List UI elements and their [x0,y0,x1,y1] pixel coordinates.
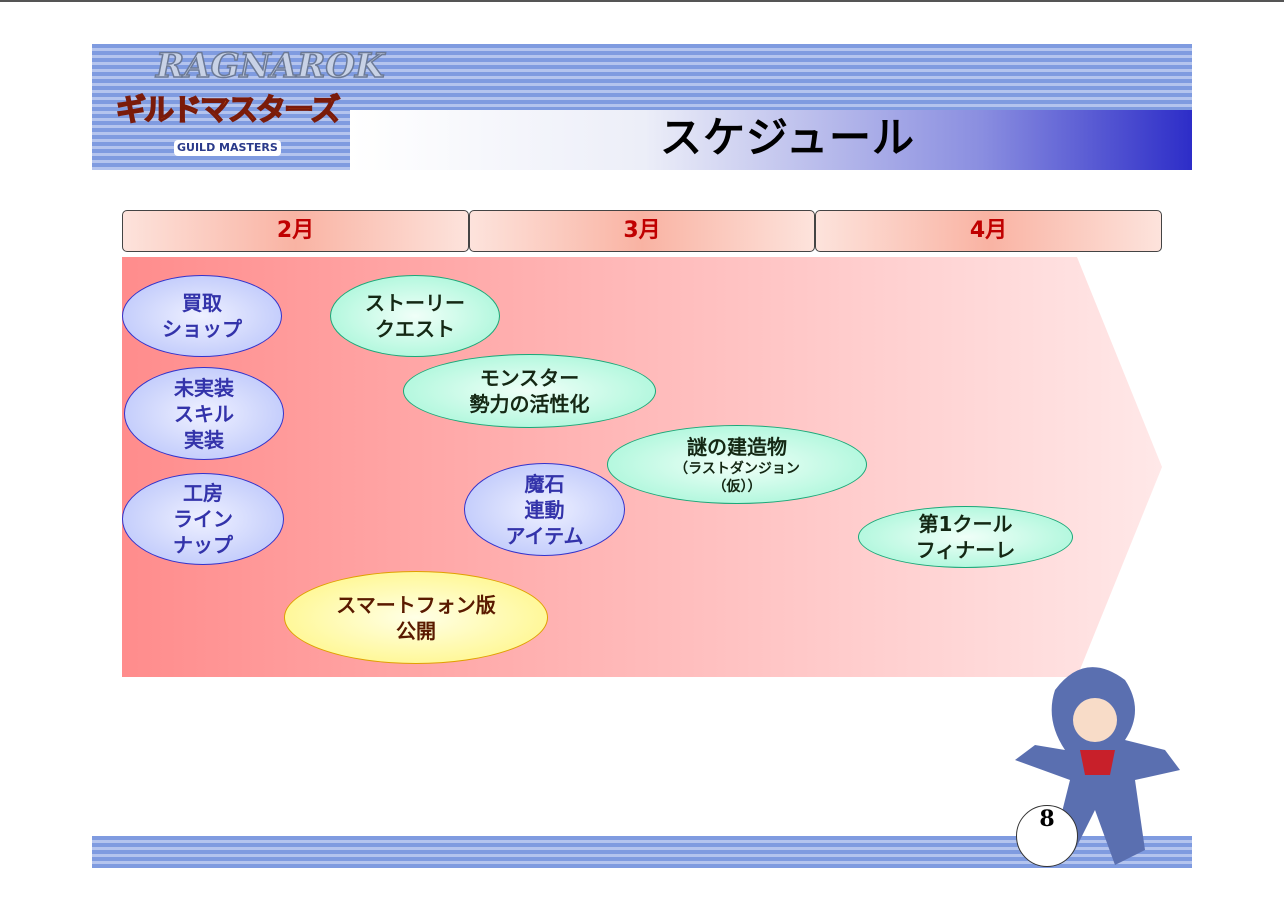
event-line: （仮）） [712,478,762,495]
event-smartphone-release: スマートフォン版公開 [284,571,548,664]
event-unimplemented-skills: 未実装スキル実装 [124,367,284,460]
footer-stripes [92,836,1192,868]
event-line: （ラストダンジョン [674,460,800,477]
event-line: クエスト [375,317,455,341]
event-line: 連動 [524,497,565,522]
event-buyback-shop: 買取ショップ [122,275,282,357]
logo-jp: ギルドマスターズ [115,92,341,129]
event-line: スキル [174,401,234,426]
event-line: ライン [173,507,233,531]
window-top-border [0,0,1284,2]
event-line: モンスター [479,366,580,390]
page-title: スケジュール [660,113,916,162]
month-march: 3月 [469,210,815,252]
title-bar [350,110,1192,170]
event-magic-stone-items: 魔石連動アイテム [464,463,625,556]
event-line: 勢力の活性化 [469,392,590,416]
event-line: 魔石 [524,471,565,496]
event-line: 実装 [184,427,224,452]
event-workshop-lineup: 工房ラインナップ [122,473,284,565]
event-mystery-structure: 謎の建造物（ラストダンジョン（仮）） [607,425,867,504]
page-number: 8 [1016,805,1078,867]
event-line: フィナーレ [915,538,1016,562]
logo-sub: GUILD MASTERS [174,140,281,156]
game-logo: RAGNAROK ギルドマスターズ GUILD MASTERS [96,45,385,168]
event-line: 第1クール [918,512,1013,536]
event-line: アイテム [505,523,584,548]
event-line: スマートフォン版 [336,592,496,617]
month-april: 4月 [815,210,1162,252]
month-february: 2月 [122,210,469,252]
event-line: ストーリー [365,291,465,315]
character-illustration [1015,667,1180,865]
event-story-quest: ストーリークエスト [330,275,500,357]
event-monster-activation: モンスター勢力の活性化 [403,354,656,428]
event-line: ナップ [173,533,233,557]
event-line: 工房 [183,481,223,505]
event-line: 未実装 [174,375,234,400]
event-line: 買取 [182,291,222,315]
logo-text: RAGNAROK [155,45,385,87]
event-first-cour-finale: 第1クールフィナーレ [858,506,1073,568]
event-line: ショップ [162,317,242,341]
event-line: 公開 [396,618,436,643]
event-line: 謎の建造物 [687,434,787,459]
